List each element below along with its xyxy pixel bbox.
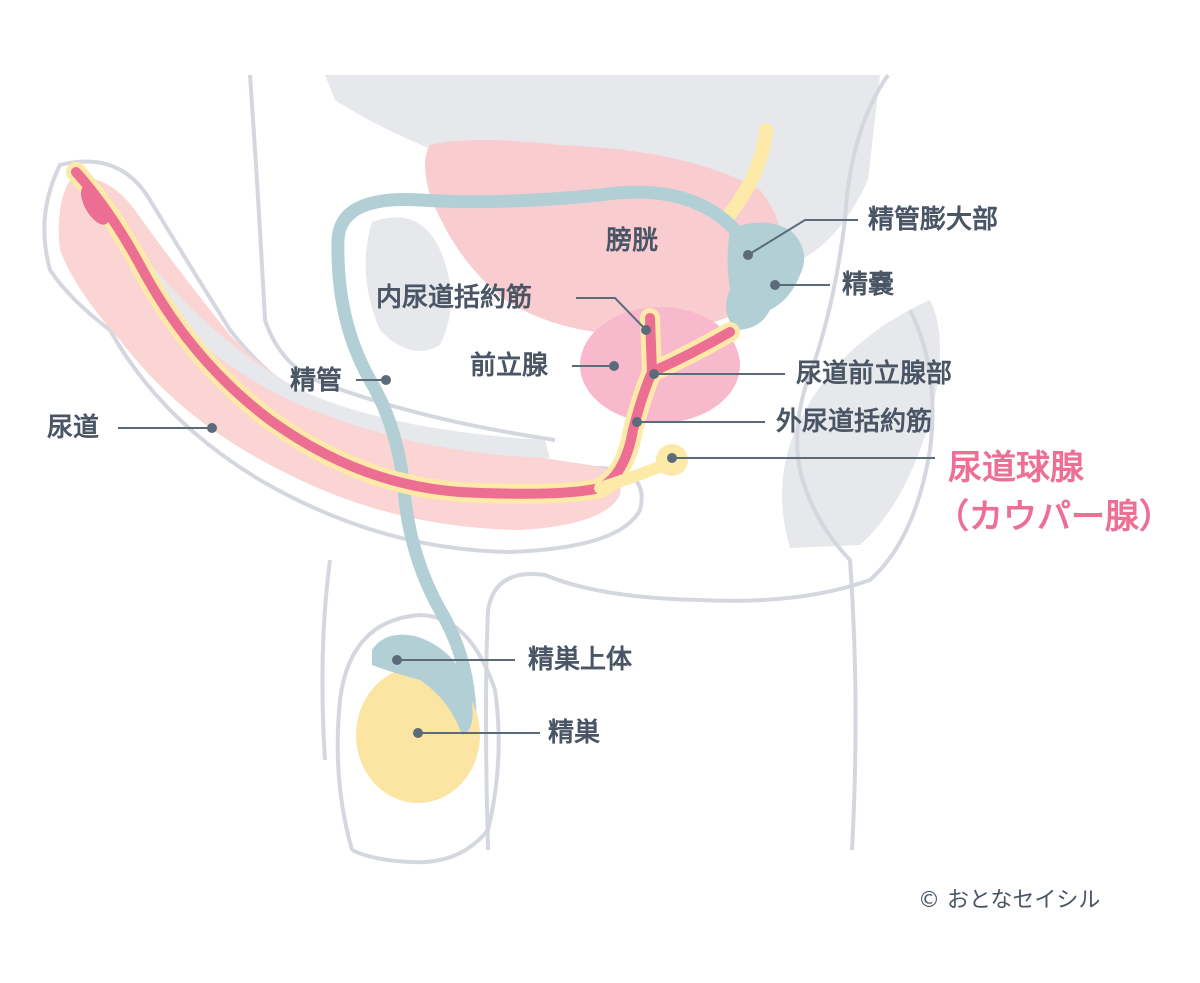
leader-ampulla bbox=[747, 219, 858, 256]
penis-outline bbox=[42, 159, 644, 555]
body-outline bbox=[248, 74, 556, 442]
dot-prostatic-urethra bbox=[649, 369, 659, 379]
ureter-tube bbox=[718, 123, 773, 227]
dot-prostate bbox=[609, 361, 619, 371]
dot-internal-sphincter bbox=[641, 325, 651, 335]
dot-cowper bbox=[667, 453, 677, 463]
label-prostatic-urethra: 尿道前立腺部 bbox=[796, 359, 953, 389]
label-bladder: 膀胱 bbox=[606, 226, 659, 256]
dot-epididymis bbox=[392, 655, 402, 665]
leg-outline bbox=[320, 559, 332, 761]
corpus-cavernosum bbox=[130, 250, 550, 458]
label-epididymis: 精巣上体 bbox=[528, 645, 633, 675]
glans-urethra-opening bbox=[81, 185, 109, 225]
label-testis: 精巣 bbox=[548, 718, 601, 748]
label-seminal-vesicle-ampulla: 精管膨大部 bbox=[868, 205, 999, 235]
rectum-shape bbox=[782, 300, 940, 548]
label-urethra: 尿道 bbox=[47, 413, 100, 443]
copyright-text: © おとなセイシル bbox=[918, 888, 1101, 913]
dot-ampulla bbox=[743, 250, 753, 260]
pubic-bone-shape bbox=[365, 217, 451, 351]
dot-vas-deferens bbox=[381, 375, 391, 385]
abdomen-outline bbox=[795, 73, 890, 851]
label-prostate: 前立腺 bbox=[470, 351, 549, 381]
scrotum-outline bbox=[335, 612, 501, 865]
highlight-subtitle: （カウパー腺） bbox=[935, 497, 1173, 537]
label-seminal-vesicle: 精嚢 bbox=[842, 270, 895, 300]
label-external-urethral-sphincter: 外尿道括約筋 bbox=[776, 407, 933, 437]
seminal-vesicle-shape bbox=[726, 222, 805, 330]
dot-urethra bbox=[207, 423, 217, 433]
dot-external-sphincter bbox=[632, 417, 642, 427]
dot-testis bbox=[413, 728, 423, 738]
bladder-shape bbox=[425, 140, 783, 335]
urethra-tube bbox=[71, 167, 735, 499]
label-internal-urethral-sphincter: 内尿道括約筋 bbox=[376, 283, 533, 313]
label-vas-deferens: 精管 bbox=[290, 366, 343, 396]
buttock-outline bbox=[484, 309, 935, 851]
vas-deferens-tube bbox=[331, 185, 752, 727]
highlight-title: 尿道球腺 bbox=[948, 448, 1084, 488]
dot-seminal-vesicle bbox=[770, 280, 780, 290]
leader-internal-sphincter bbox=[576, 297, 647, 331]
